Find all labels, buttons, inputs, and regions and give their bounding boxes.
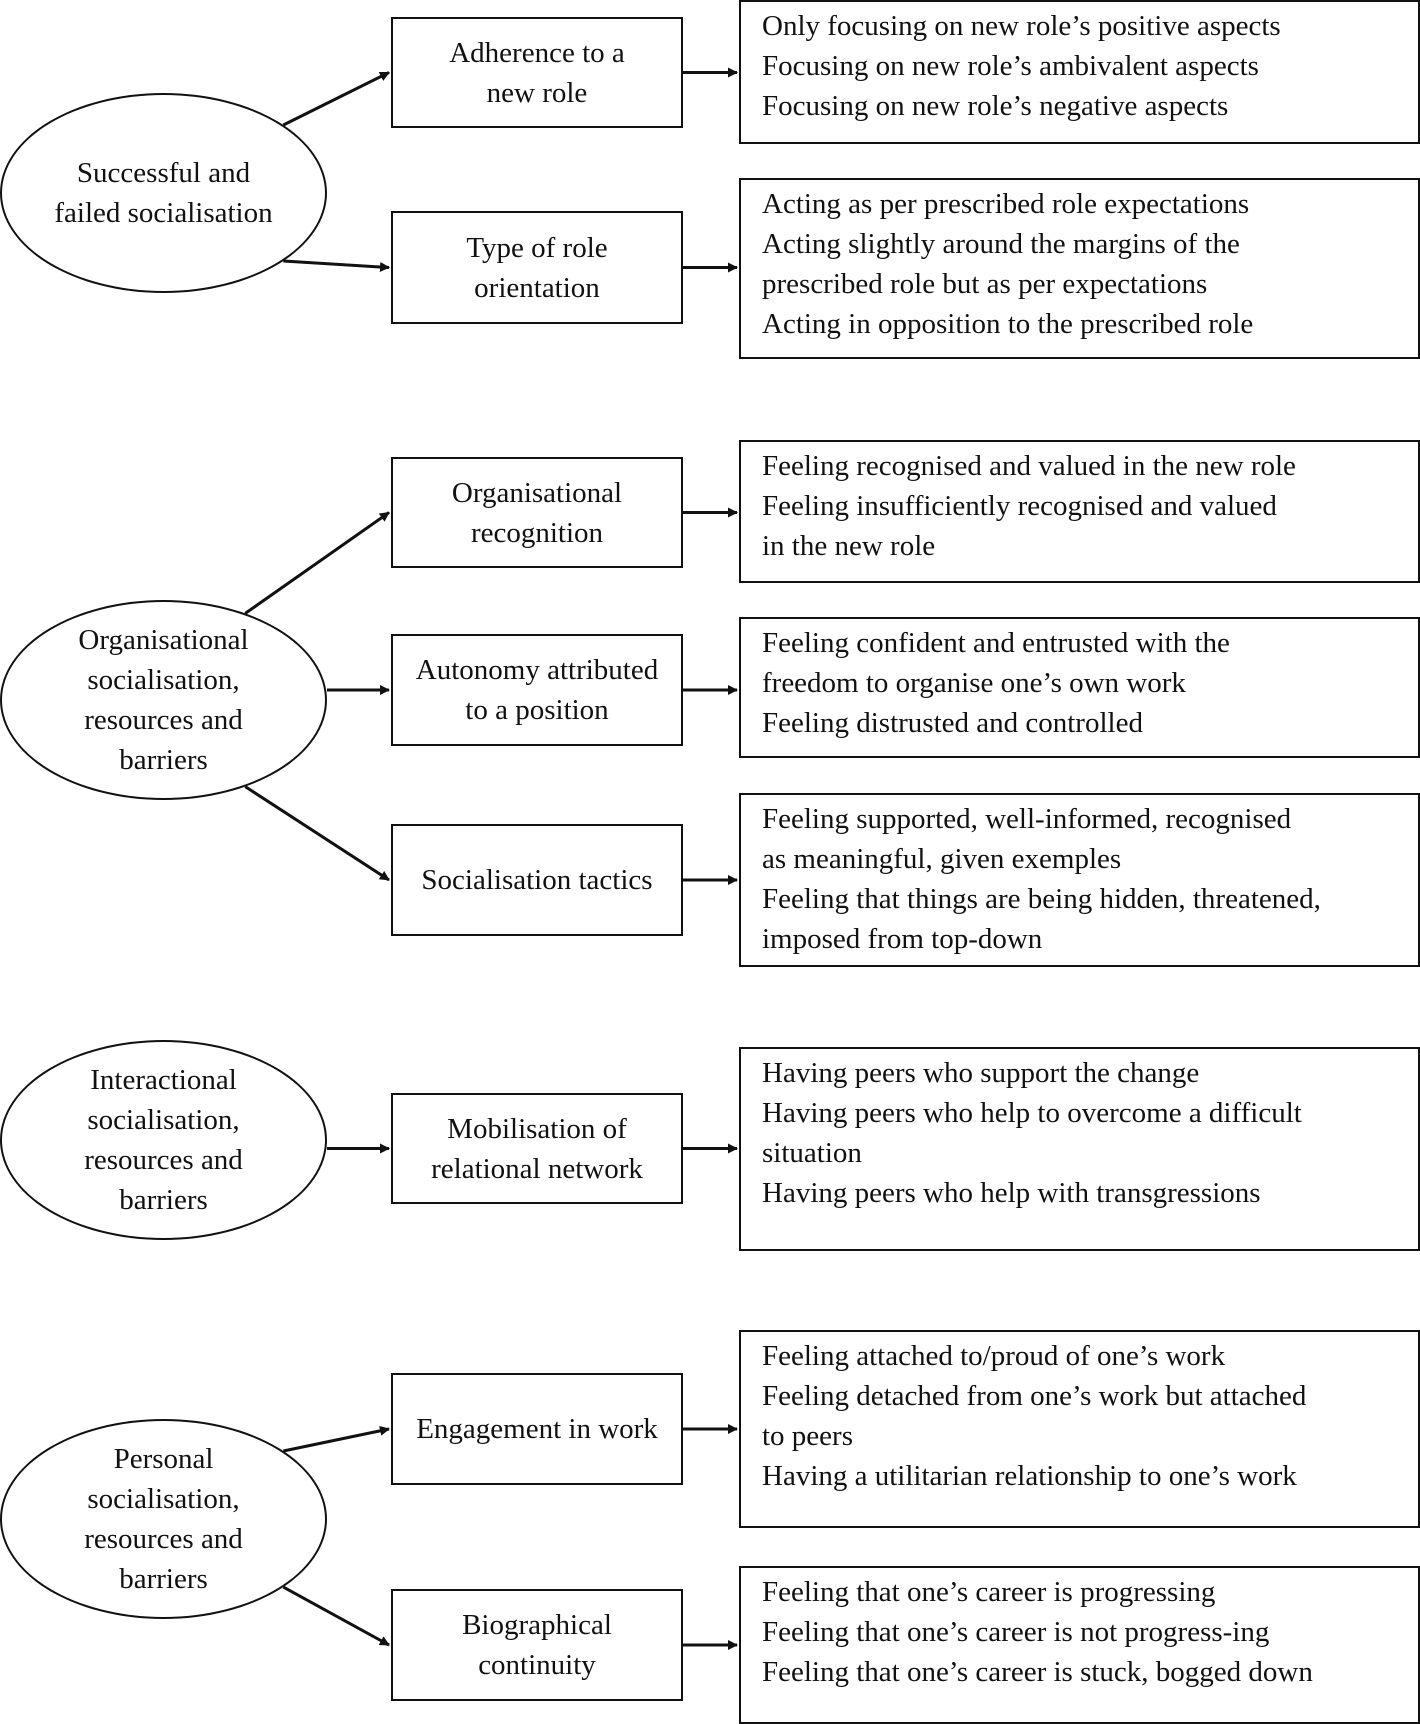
category-node: Organisational socialisation, resources … bbox=[0, 600, 327, 800]
dimension-box: Autonomy attributed to a position bbox=[391, 634, 683, 746]
category-node: Successful and failed socialisation bbox=[0, 93, 327, 293]
dimension-box: Organisational recognition bbox=[391, 457, 683, 568]
outcome-line: Acting in opposition to the prescribed r… bbox=[762, 308, 1254, 340]
outcome-line: situation bbox=[762, 1137, 862, 1169]
outcome-box: Only focusing on new role’s positive asp… bbox=[739, 0, 1420, 144]
outcome-line: Feeling confident and entrusted with the bbox=[762, 627, 1230, 659]
outcome-box: Acting as per prescribed role expectatio… bbox=[739, 178, 1420, 359]
dimension-box: Socialisation tactics bbox=[391, 824, 683, 936]
outcome-line: Having a utilitarian relationship to one… bbox=[762, 1460, 1297, 1492]
outcome-line: Only focusing on new role’s positive asp… bbox=[762, 10, 1281, 42]
outcome-box: Feeling recognised and valued in the new… bbox=[739, 440, 1420, 583]
category-to-dimension-arrow bbox=[244, 785, 390, 882]
outcome-box: Feeling supported, well-informed, recogn… bbox=[739, 793, 1420, 967]
outcome-line: Acting as per prescribed role expectatio… bbox=[762, 188, 1250, 220]
outcome-line: Having peers who help with transgression… bbox=[762, 1177, 1261, 1209]
dimension-label: Autonomy attributed to a position bbox=[415, 654, 659, 726]
category-node: Interactional socialisation, resources a… bbox=[0, 1040, 327, 1240]
category-label: Successful and failed socialisation bbox=[54, 157, 273, 229]
outcome-line: prescribed role but as per expectations bbox=[762, 268, 1208, 300]
outcome-line: Feeling insufficiently recognised and va… bbox=[762, 490, 1277, 522]
dimension-label: Mobilisation of relational network bbox=[431, 1112, 643, 1185]
outcome-line: Acting slightly around the margins of th… bbox=[762, 228, 1240, 260]
category-to-dimension-arrow bbox=[244, 511, 390, 615]
outcome-line: Focusing on new role’s ambivalent aspect… bbox=[762, 50, 1259, 82]
outcome-line: imposed from top-down bbox=[762, 923, 1043, 955]
category-to-dimension-arrow bbox=[283, 259, 390, 272]
outcome-line: Feeling that things are being hidden, th… bbox=[762, 883, 1321, 915]
outcome-line: Feeling attached to/proud of one’s work bbox=[762, 1340, 1226, 1372]
category-label: Interactional socialisation, resources a… bbox=[84, 1064, 243, 1216]
category-to-dimension-arrow bbox=[282, 71, 390, 127]
dimension-label: Organisational recognition bbox=[451, 476, 623, 549]
outcome-line: Feeling recognised and valued in the new… bbox=[762, 450, 1296, 482]
outcome-line: Feeling distrusted and controlled bbox=[762, 707, 1143, 739]
category-label: Personal socialisation, resources and ba… bbox=[84, 1443, 243, 1595]
category-node: Personal socialisation, resources and ba… bbox=[0, 1419, 327, 1619]
outcome-box: Feeling that one’s career is progressing… bbox=[739, 1566, 1420, 1724]
dimension-label: Type of role orientation bbox=[466, 231, 608, 304]
dimension-label: Socialisation tactics bbox=[421, 864, 653, 896]
outcome-line: in the new role bbox=[762, 530, 936, 562]
dimension-box: Adherence to a new role bbox=[391, 17, 683, 128]
dimension-box: Biographical continuity bbox=[391, 1589, 683, 1701]
outcome-line: Feeling that one’s career is progressing bbox=[762, 1576, 1216, 1608]
outcome-line: to peers bbox=[762, 1420, 853, 1452]
outcome-line: Feeling that one’s career is stuck, bogg… bbox=[762, 1656, 1313, 1688]
outcome-line: Focusing on new role’s negative aspects bbox=[762, 90, 1229, 122]
outcome-line: as meaningful, given exemples bbox=[762, 843, 1122, 875]
dimension-box: Engagement in work bbox=[391, 1373, 683, 1485]
category-label: Organisational socialisation, resources … bbox=[78, 624, 249, 776]
dimension-label: Biographical continuity bbox=[462, 1609, 612, 1681]
category-to-dimension-arrow bbox=[282, 1585, 390, 1647]
outcome-line: freedom to organise one’s own work bbox=[762, 667, 1186, 699]
outcome-line: Having peers who help to overcome a diff… bbox=[762, 1097, 1302, 1129]
category-to-dimension-arrow bbox=[283, 1425, 390, 1453]
outcome-line: Feeling that one’s career is not progres… bbox=[762, 1616, 1270, 1648]
dimension-label: Adherence to a new role bbox=[449, 36, 625, 109]
outcome-line: Feeling supported, well-informed, recogn… bbox=[762, 803, 1292, 835]
dimension-box: Type of role orientation bbox=[391, 211, 683, 324]
outcome-box: Feeling confident and entrusted with the… bbox=[739, 617, 1420, 758]
dimension-box: Mobilisation of relational network bbox=[391, 1093, 683, 1204]
dimension-label: Engagement in work bbox=[416, 1413, 658, 1445]
outcome-line: Feeling detached from one’s work but att… bbox=[762, 1380, 1307, 1412]
outcome-line: Having peers who support the change bbox=[762, 1057, 1200, 1089]
